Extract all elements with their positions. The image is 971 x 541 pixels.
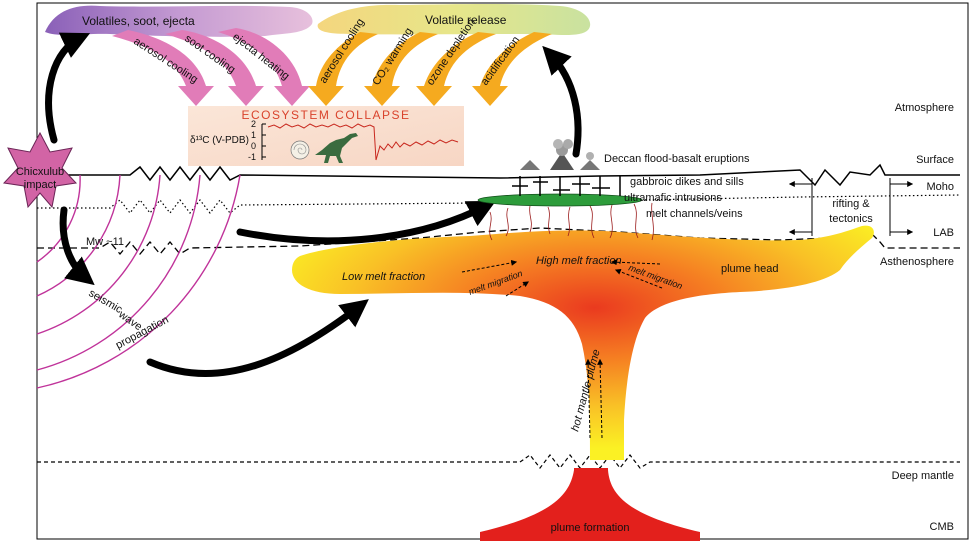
seismic-labels: Mw ~11 seismic wave propagation	[86, 236, 171, 352]
melt-channels-label: melt channels/veins	[646, 208, 743, 220]
volatiles-cloud-label: Volatiles, soot, ejecta	[82, 14, 195, 28]
label-moho: Moho	[926, 181, 954, 193]
arrow-to-plume-head	[146, 299, 369, 377]
arrow-to-right-cloud	[542, 45, 582, 158]
arrow-acidification	[472, 32, 552, 106]
left-effect-arrows	[112, 28, 310, 106]
arrow-to-left-cloud	[45, 32, 91, 144]
melt-channels	[489, 202, 654, 241]
tick-0: 0	[251, 141, 256, 151]
isotope-axis-label: δ¹³C (V-PDB)	[190, 135, 249, 146]
feature-labels: Deccan flood-basalt eruptions gabbroic d…	[604, 153, 873, 225]
arrow-to-seismic	[59, 206, 95, 286]
dinosaur-icon	[315, 133, 358, 163]
high-melt-label: High melt fraction	[536, 255, 622, 267]
dikes-label: gabbroic dikes and sills	[630, 176, 744, 188]
plume-formation-label: plume formation	[551, 522, 630, 534]
rifting-label-2: tectonics	[829, 213, 873, 225]
impact-label-line1: Chicxulub	[16, 166, 64, 178]
layer-labels: Atmosphere Surface Moho LAB Asthenospher…	[880, 102, 954, 533]
volatile-release-label: Volatile release	[425, 13, 507, 27]
impact-label-line2: impact	[24, 179, 56, 191]
ecosystem-title: ECOSYSTEM COLLAPSE	[241, 108, 410, 122]
arrow-aerosol-cooling-left	[112, 30, 214, 106]
migration-arrows	[461, 259, 663, 439]
tick-1: 1	[251, 130, 256, 140]
ammonite-icon	[290, 140, 310, 160]
deccan-label: Deccan flood-basalt eruptions	[604, 153, 750, 165]
volatiles-cloud	[45, 5, 313, 37]
label-asthenosphere: Asthenosphere	[880, 256, 954, 268]
arrow-soot-cooling	[165, 30, 264, 106]
plume-head-label: plume head	[721, 263, 779, 275]
seismic-word-1: seismic	[87, 287, 125, 316]
seismic-wave-arcs	[36, 174, 241, 389]
label-lab: LAB	[933, 227, 954, 239]
plume-stem-deep	[480, 468, 700, 541]
isotope-ticks: 2 1 0 -1	[248, 119, 266, 162]
arrow-aerosol-cooling-right	[308, 32, 378, 106]
isotope-curve	[267, 123, 459, 161]
eruption-icon	[520, 139, 600, 170]
intrusions-label: ultramafic intrusions	[624, 192, 722, 204]
black-arrows	[45, 32, 582, 377]
label-surface: Surface	[916, 154, 954, 166]
mantle-plume	[292, 225, 874, 541]
arrow-co2-warming	[364, 32, 438, 106]
arrow-ozone-depletion	[416, 32, 496, 106]
rifting-arrows	[788, 178, 914, 236]
magnitude-label: Mw ~11	[86, 236, 124, 248]
impact-star-icon	[2, 131, 78, 209]
arrow-to-intrusions	[236, 200, 496, 245]
ecosystem-collapse-panel: ECOSYSTEM COLLAPSE δ¹³C (V-PDB) 2 1 0 -1	[188, 106, 464, 166]
rifting-label-1: rifting &	[832, 198, 870, 210]
dikes-sills	[512, 176, 621, 196]
tick-2: 2	[251, 119, 256, 129]
arrow-ejecta-heating	[218, 28, 310, 106]
layer-boundaries	[37, 163, 961, 469]
label-atmosphere: Atmosphere	[895, 102, 954, 114]
plume-head-body	[292, 225, 874, 460]
low-melt-label: Low melt fraction	[342, 271, 425, 283]
label-cmb: CMB	[930, 521, 954, 533]
volatile-release-cloud	[317, 4, 591, 35]
tick-minus1: -1	[248, 152, 256, 162]
label-deep-mantle: Deep mantle	[892, 470, 954, 482]
right-effect-arrows	[308, 32, 552, 106]
